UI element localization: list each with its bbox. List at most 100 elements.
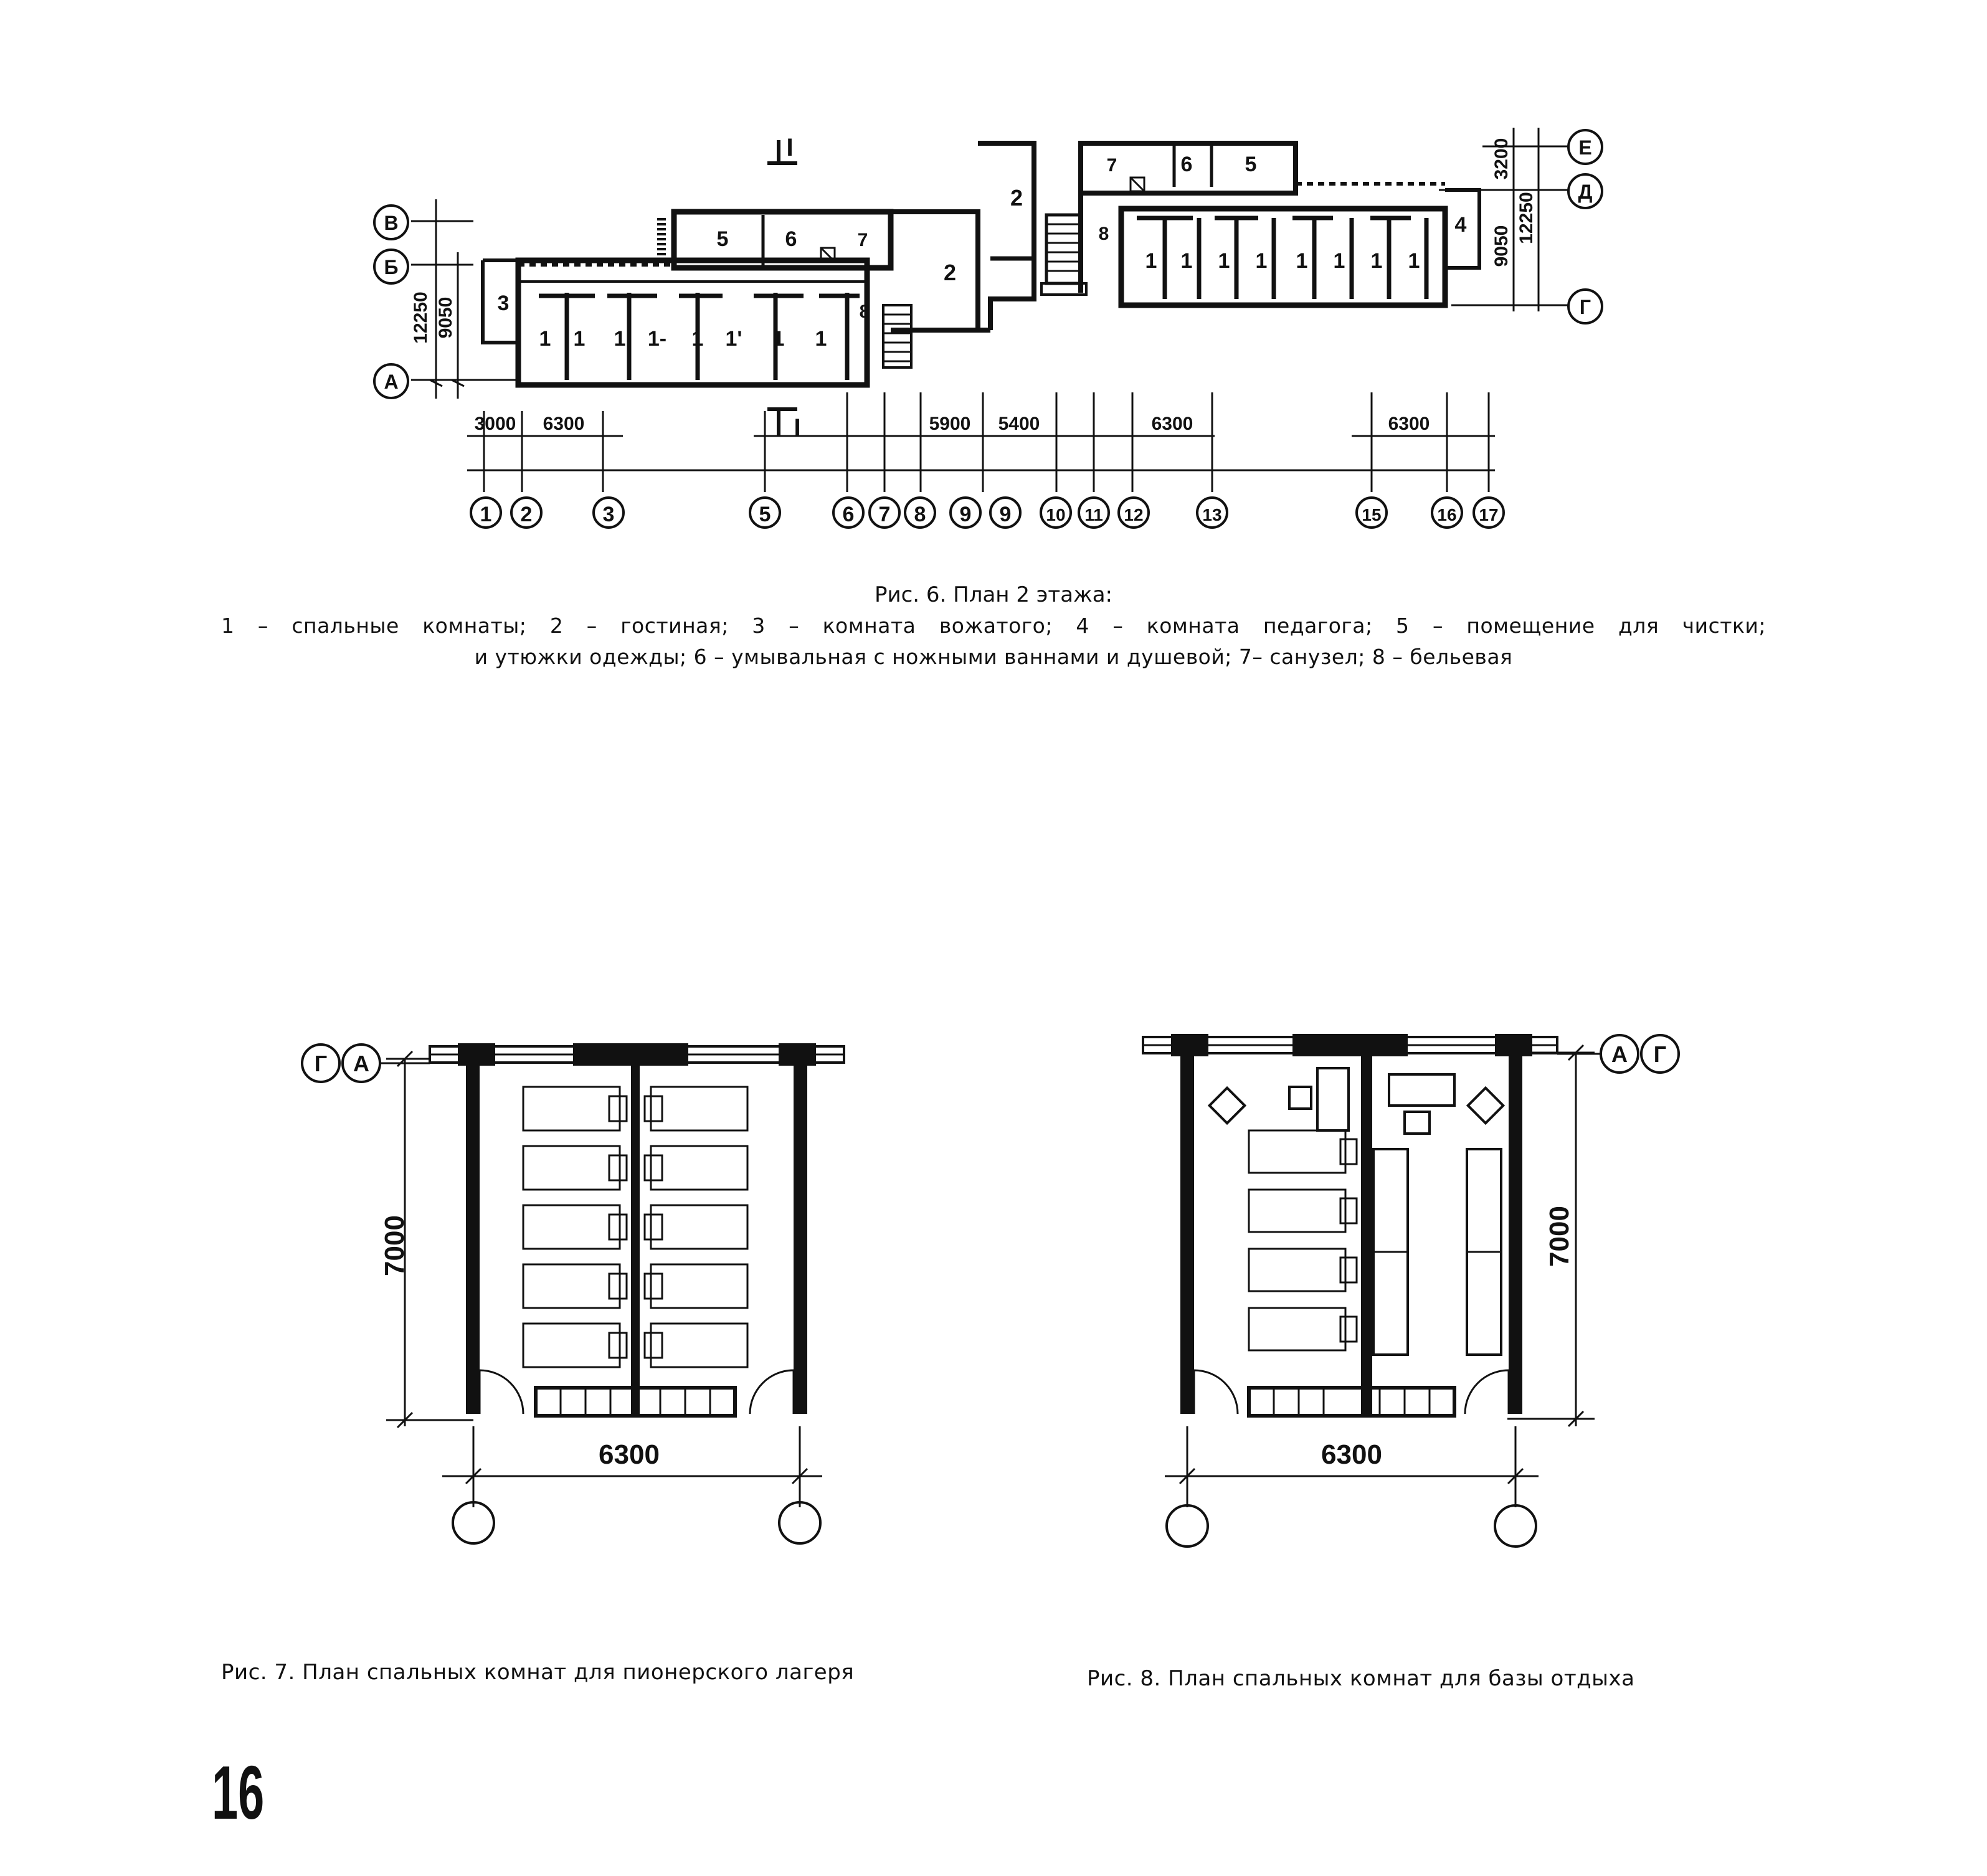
dimension-label: 6300 bbox=[1152, 414, 1193, 434]
room-number: 1 bbox=[815, 327, 827, 351]
room-number: 1 bbox=[1371, 249, 1383, 273]
room-number: 1 bbox=[773, 327, 785, 351]
room-number: 1 bbox=[1408, 249, 1420, 273]
axis-label-column: 7 bbox=[879, 503, 891, 526]
room-number: 1 bbox=[1145, 249, 1157, 273]
axis-label-column: 11 bbox=[1084, 505, 1103, 524]
room-number: 2 bbox=[1010, 185, 1023, 211]
axis-label-row: Е bbox=[1578, 136, 1591, 159]
bed bbox=[1248, 1307, 1347, 1352]
room-number: 8 bbox=[860, 301, 870, 322]
dimension-label-vertical: 3200 bbox=[1491, 138, 1512, 180]
bed bbox=[522, 1204, 621, 1250]
dimension-label: 6300 bbox=[543, 414, 585, 434]
fig8-bedroom-plan-resort: А Г 7000 6300 bbox=[1142, 1034, 1680, 1548]
axis-label-column: 5 bbox=[759, 503, 771, 526]
axis-label: Г bbox=[1654, 1041, 1666, 1067]
dimension-label: 6300 bbox=[1388, 414, 1430, 434]
axis-label-column: 9 bbox=[960, 503, 972, 526]
fig7-bedroom-plan-camp: Г А 7000 6300 bbox=[301, 1043, 845, 1545]
room-number: 1 bbox=[574, 327, 586, 351]
dimension-label-vertical: 9050 bbox=[1491, 225, 1512, 267]
fig6-labels: 1 2 3 5 6 7 8 9 9 10 11 12 13 15 16 17 В… bbox=[384, 134, 1592, 526]
room-number: 1 bbox=[1334, 249, 1345, 273]
bed bbox=[1248, 1248, 1347, 1292]
room-number: 1' bbox=[726, 327, 742, 351]
nightstand bbox=[608, 1272, 628, 1300]
nightstand bbox=[608, 1154, 628, 1182]
room-number: 8 bbox=[1099, 224, 1109, 244]
right-row-axes bbox=[1439, 128, 1576, 311]
right-partitions bbox=[1137, 216, 1429, 299]
section-cut-marks bbox=[767, 140, 797, 436]
axis-label-row: А bbox=[384, 371, 398, 393]
nightstand bbox=[643, 1213, 663, 1241]
nightstand bbox=[1339, 1256, 1358, 1284]
page-number: 16 bbox=[212, 1750, 265, 1835]
room-number: 1 bbox=[692, 327, 704, 351]
dimension-label: 5900 bbox=[929, 414, 971, 434]
nightstand bbox=[643, 1154, 663, 1182]
left-partitions bbox=[539, 293, 860, 380]
dimension-label: 6300 bbox=[599, 1439, 660, 1470]
bed bbox=[522, 1086, 621, 1132]
room-number: 2 bbox=[944, 260, 956, 285]
axis-label-column: 3 bbox=[603, 503, 615, 526]
room-number: 5 bbox=[1245, 153, 1257, 176]
left-row-axes bbox=[411, 199, 517, 399]
axis-label-column: 9 bbox=[1000, 503, 1012, 526]
dimension-label-vertical: 7000 bbox=[379, 1215, 410, 1276]
axis-label-row: В bbox=[384, 212, 398, 234]
nightstand bbox=[1339, 1138, 1358, 1165]
room-number: 1 bbox=[1218, 249, 1230, 273]
nightstand bbox=[1339, 1315, 1358, 1343]
axis-label: Г bbox=[315, 1051, 327, 1076]
dimension-label-vertical: 9050 bbox=[435, 297, 456, 339]
room-number: 6 bbox=[785, 227, 797, 251]
axis-label-column: 15 bbox=[1362, 505, 1381, 524]
nightstand bbox=[608, 1213, 628, 1241]
bed bbox=[650, 1263, 749, 1309]
nightstand bbox=[643, 1272, 663, 1300]
room-number: 7 bbox=[1107, 155, 1117, 176]
axis-label-column: 2 bbox=[521, 503, 533, 526]
nightstand bbox=[1339, 1197, 1358, 1225]
room-number: 4 bbox=[1455, 213, 1467, 237]
fig6-floor-plan: 1 2 3 5 6 7 8 9 9 10 11 12 13 15 16 17 В… bbox=[373, 128, 1603, 529]
axis-label-column: 8 bbox=[914, 503, 926, 526]
room-number: 1 bbox=[1256, 249, 1268, 273]
bed bbox=[650, 1145, 749, 1191]
room-number: 7 bbox=[858, 230, 868, 250]
left-wing bbox=[481, 209, 913, 388]
fig7-beds bbox=[522, 1086, 749, 1368]
nightstand bbox=[608, 1332, 628, 1359]
fig8-caption: Рис. 8. План спальных комнат для базы от… bbox=[1087, 1666, 1635, 1691]
bed bbox=[522, 1322, 621, 1368]
dimension-label: 3000 bbox=[475, 414, 516, 434]
column-axes bbox=[467, 392, 1495, 492]
central-block bbox=[891, 141, 1088, 333]
axis-label-column: 17 bbox=[1479, 505, 1498, 524]
bed bbox=[650, 1086, 749, 1132]
dimension-label: 6300 bbox=[1321, 1439, 1382, 1470]
axis-label-row: Д bbox=[1578, 181, 1593, 203]
axis-label-column: 12 bbox=[1124, 505, 1143, 524]
nightstand bbox=[643, 1332, 663, 1359]
dimension-label: 5400 bbox=[998, 414, 1040, 434]
axis-label-column: 16 bbox=[1437, 505, 1456, 524]
room-number: 1 bbox=[539, 327, 551, 351]
room-number: 1 bbox=[614, 327, 626, 351]
bed bbox=[1248, 1188, 1347, 1233]
room-number: 5 bbox=[717, 227, 729, 251]
dimension-label-vertical: 7000 bbox=[1544, 1206, 1575, 1267]
bed bbox=[650, 1322, 749, 1368]
axis-label: А bbox=[1611, 1041, 1628, 1067]
axis-label-column: 13 bbox=[1202, 505, 1221, 524]
section-label: I bbox=[794, 414, 800, 442]
axis-label-row: Г bbox=[1580, 296, 1591, 318]
bed bbox=[1248, 1129, 1347, 1174]
room-number: 3 bbox=[498, 291, 510, 315]
axis-label-column: 1 bbox=[480, 503, 492, 526]
bed bbox=[522, 1263, 621, 1309]
axis-bubbles-columns bbox=[373, 129, 1603, 529]
